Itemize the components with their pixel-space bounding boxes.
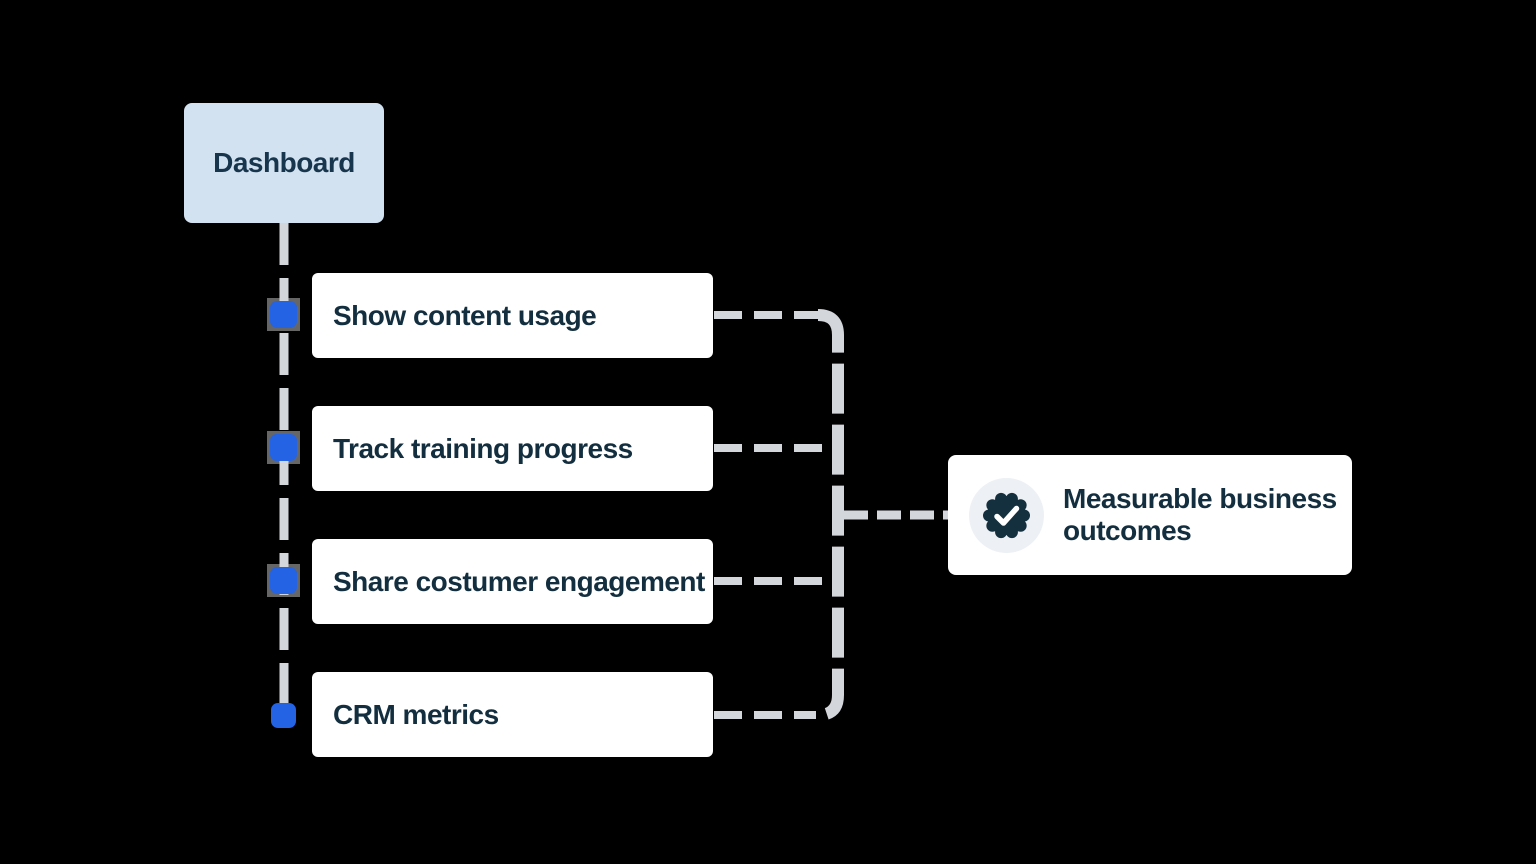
item-node-show-content-usage[interactable]: Show content usage [312,273,713,358]
outcome-node[interactable]: Measurable business outcomes [948,455,1352,575]
item-node-crm-metrics[interactable]: CRM metrics [312,672,713,757]
item-node-share-costumer-engagement[interactable]: Share costumer engagement [312,539,713,624]
item-label: Share costumer engagement [333,565,705,597]
item-node-track-training-progress[interactable]: Track training progress [312,406,713,491]
verified-check-badge-icon [969,477,1044,553]
dashboard-label: Dashboard [213,147,355,178]
connector-rail [817,309,844,721]
outcome-label: Measurable business outcomes [1063,483,1337,546]
item-marker[interactable] [271,703,296,728]
item-label: Track training progress [333,432,633,464]
dashboard-node[interactable]: Dashboard [184,103,384,223]
item-marker[interactable] [270,301,297,328]
item-label: CRM metrics [333,698,499,730]
item-marker[interactable] [270,434,297,461]
item-marker[interactable] [270,567,297,594]
item-label: Show content usage [333,299,597,331]
